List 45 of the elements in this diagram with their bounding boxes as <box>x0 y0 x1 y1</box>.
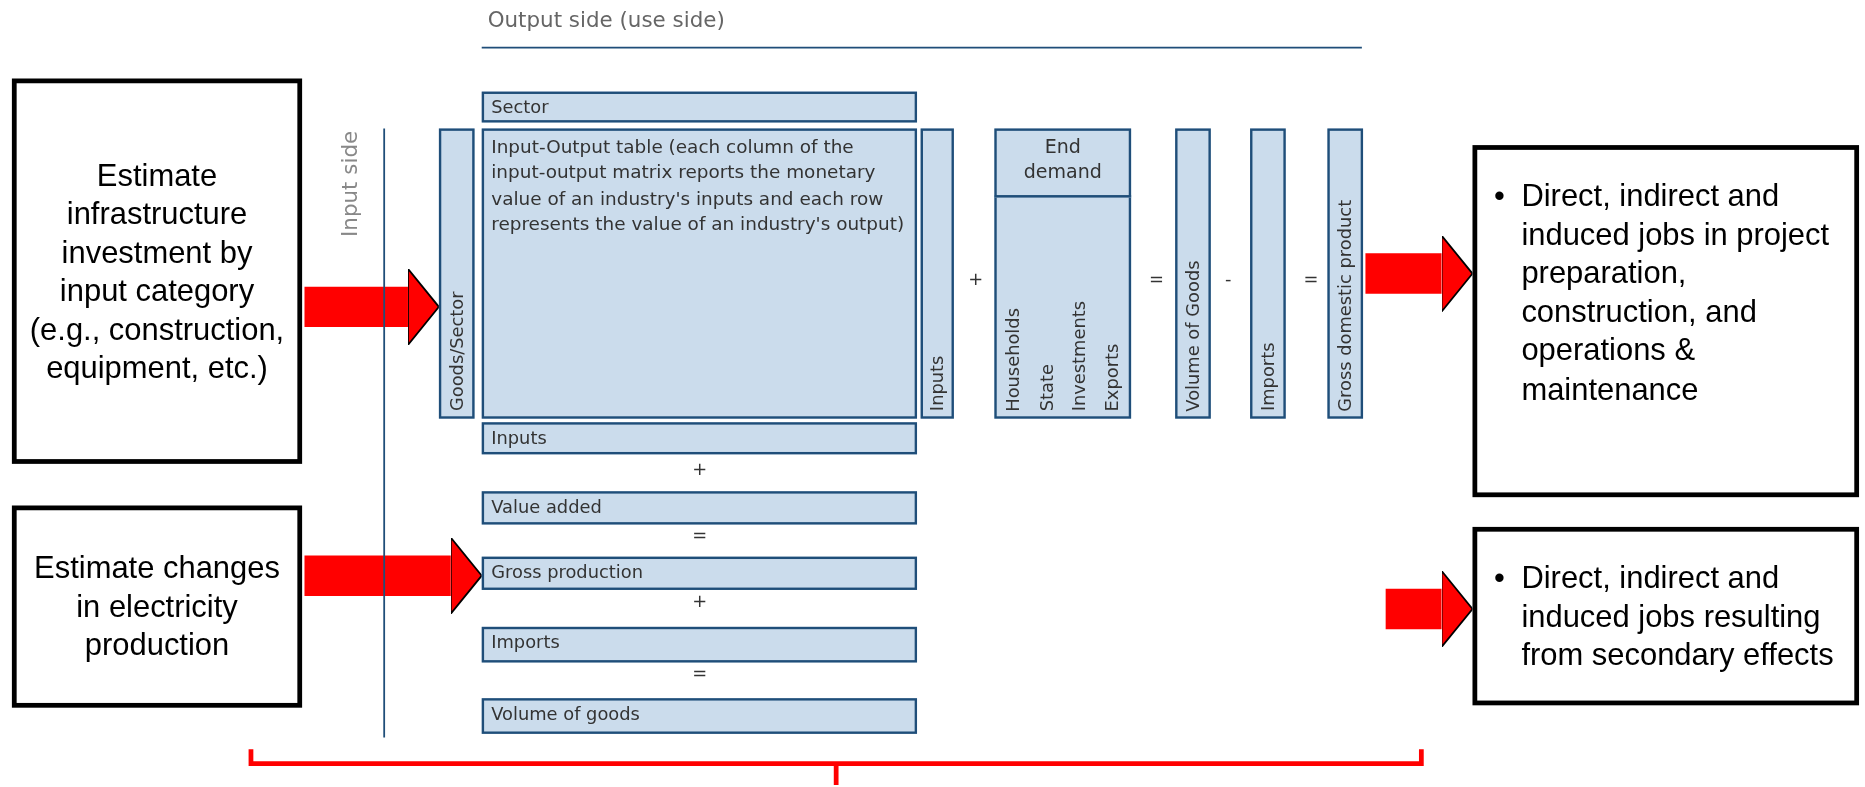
table-column <box>1327 128 1364 419</box>
table-column <box>1250 128 1286 419</box>
bullet-text: Direct, indirect and induced jobs in project preparation, construction, and operations & maintenance <box>1521 176 1831 408</box>
operator-sign: + <box>692 589 708 612</box>
axis-title: Input side <box>336 130 362 237</box>
operator-sign: = <box>692 662 708 684</box>
table-row: Value added <box>481 491 918 525</box>
table-column <box>438 128 475 419</box>
operator-sign: + <box>968 268 984 291</box>
axis-title: Output side (use side) <box>487 7 725 33</box>
table-column <box>1175 128 1211 419</box>
column-label: Investments <box>1068 301 1090 412</box>
table-column <box>994 195 1132 419</box>
column-label: Imports <box>1257 343 1279 412</box>
table-column <box>920 128 954 419</box>
output-box <box>1472 145 1860 498</box>
operator-sign: = <box>1148 268 1164 291</box>
column-label: Households <box>1002 307 1024 412</box>
table-row: Gross production <box>481 556 918 590</box>
bullet-text: Direct, indirect and induced jobs resulting from secondary effects <box>1521 558 1835 674</box>
column-label: Inputs <box>926 356 948 412</box>
table-header-bar: Sector <box>481 91 918 123</box>
block-arrow <box>1365 234 1474 313</box>
column-label: Exports <box>1101 343 1123 412</box>
table-cell: Input-Output table (each column of the input-output matrix reports the monetary value of an industry's inputs and each row represents the value of an industry's output) <box>481 128 918 419</box>
bullet-mark: • <box>1493 176 1505 215</box>
operator-sign: = <box>692 524 708 546</box>
block-arrow <box>304 536 483 615</box>
column-label: Goods/Sector <box>446 291 468 412</box>
output-box <box>1472 526 1860 706</box>
block-arrow <box>304 267 440 346</box>
table-row: Inputs <box>481 422 918 455</box>
operator-sign: - <box>1225 268 1232 291</box>
table-header-bar: End demand <box>994 128 1132 198</box>
table-row: Imports <box>481 626 918 663</box>
column-label: Volume of Goods <box>1182 260 1204 412</box>
block-arrow <box>1385 570 1474 648</box>
operator-sign: + <box>692 457 708 480</box>
bullet-mark: • <box>1493 558 1505 597</box>
column-label: State <box>1035 364 1057 412</box>
operator-sign: = <box>1303 268 1319 291</box>
column-label: Gross domestic product <box>1334 199 1356 412</box>
input-box: Estimate changes in electricity production <box>11 505 303 708</box>
input-box: Estimate infrastructure investment by input category (e.g., construction, equipment, etc.) <box>11 78 303 464</box>
table-row: Volume of goods <box>481 698 918 734</box>
